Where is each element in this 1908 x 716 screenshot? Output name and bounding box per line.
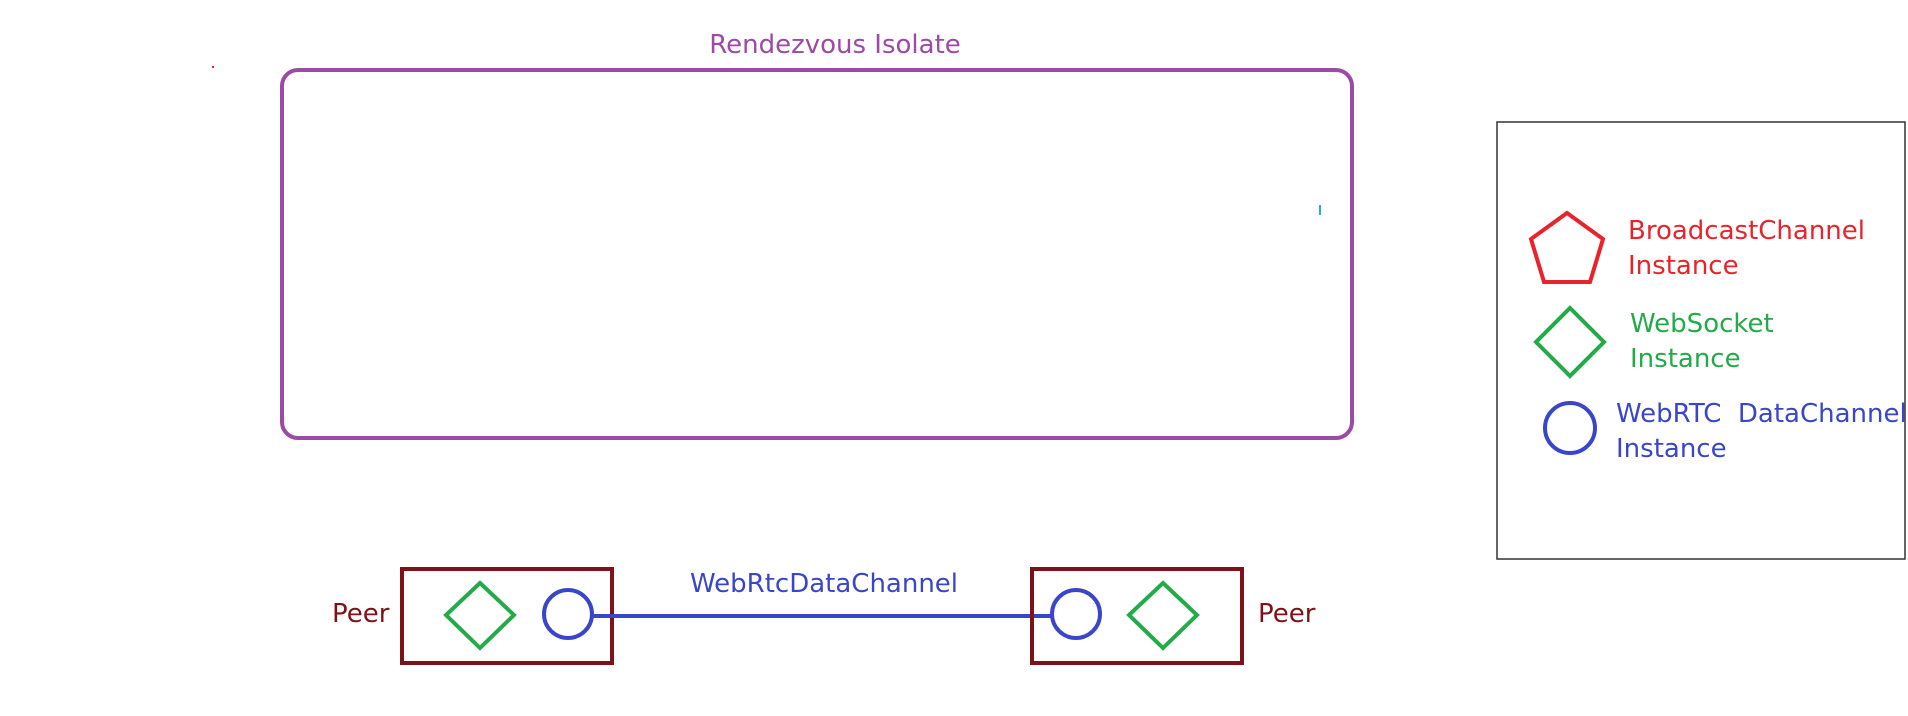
websocket-diamond-icon bbox=[1533, 305, 1607, 379]
legend-webrtc-line2: Instance bbox=[1616, 434, 1727, 464]
rendezvous-isolate-label: Rendezvous Isolate bbox=[709, 30, 961, 60]
right-peer-box bbox=[1030, 567, 1244, 665]
left-webrtc-circle-icon bbox=[542, 588, 594, 640]
webrtc-datachannel-label: WebRtcDataChannel bbox=[690, 569, 958, 599]
left-websocket-diamond-icon bbox=[443, 580, 517, 651]
left-peer-box bbox=[400, 567, 614, 665]
right-peer-label: Peer bbox=[1258, 599, 1316, 629]
legend-broadcast-line2: Instance bbox=[1628, 251, 1739, 281]
legend-box bbox=[1496, 121, 1906, 560]
left-peer-label: Peer bbox=[332, 599, 390, 629]
legend-webrtc-line1: WebRTC DataChannel bbox=[1616, 399, 1907, 429]
webrtc-datachannel-circle-icon bbox=[1543, 401, 1597, 455]
right-websocket-diamond-icon bbox=[1126, 580, 1200, 651]
rendezvous-isolate-box bbox=[280, 68, 1354, 440]
legend-websocket-line2: Instance bbox=[1630, 344, 1741, 374]
broadcastchannel-pentagon-icon bbox=[1528, 210, 1606, 284]
legend-websocket-line1: WebSocket bbox=[1630, 309, 1774, 339]
legend-broadcast-line1: BroadcastChannel bbox=[1628, 216, 1865, 246]
stray-mark bbox=[212, 66, 214, 68]
right-webrtc-circle-icon bbox=[1050, 588, 1102, 640]
